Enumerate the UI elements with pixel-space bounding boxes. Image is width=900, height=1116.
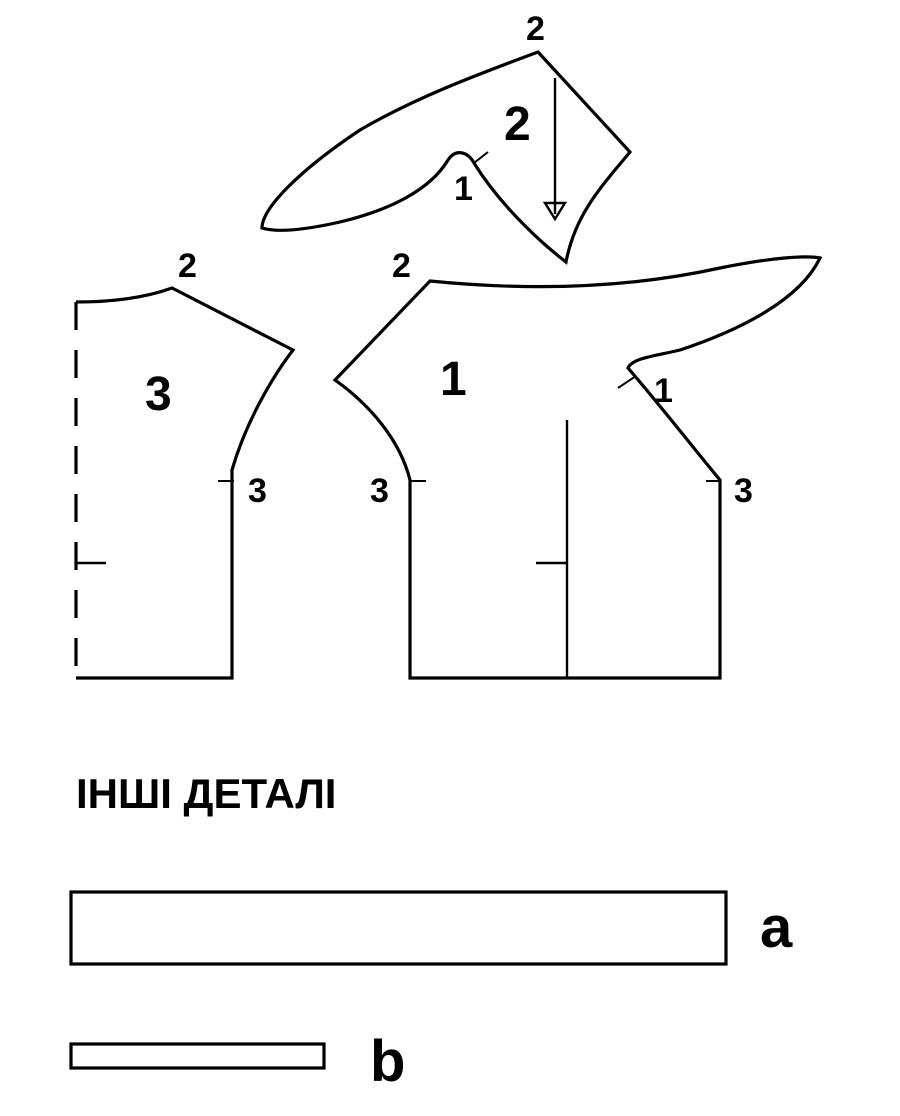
other-details-heading: ІНШІ ДЕТАЛІ <box>76 770 336 817</box>
pattern-piece-1: 1 2 1 3 3 <box>332 247 823 680</box>
piece-3-outline <box>75 286 296 680</box>
piece-1-number: 1 <box>440 353 467 406</box>
strip-b-rect <box>69 1042 326 1070</box>
strip-b: b <box>69 1029 405 1094</box>
piece-1-mark-1: 1 <box>654 372 673 410</box>
piece-3-number: 3 <box>145 368 172 421</box>
piece-1-mark-3-right: 3 <box>734 472 753 510</box>
piece-1-notch-1 <box>617 375 637 389</box>
piece-2-notch-1 <box>473 151 489 164</box>
piece-2-mark-2: 2 <box>526 10 545 48</box>
pattern-piece-2: 2 1 2 <box>260 10 633 265</box>
piece-1-mark-3-left: 3 <box>370 472 389 510</box>
strip-a-rect <box>69 890 728 966</box>
strip-a: a <box>69 890 793 966</box>
piece-3-mark-3: 3 <box>248 472 267 510</box>
piece-2-grain-arrowhead <box>542 201 568 222</box>
strip-a-label: a <box>760 895 793 960</box>
strip-b-label: b <box>370 1029 405 1094</box>
piece-2-number: 2 <box>504 98 531 151</box>
pattern-piece-3: 3 2 3 <box>74 247 296 680</box>
piece-1-outline <box>332 255 823 680</box>
piece-2-outline <box>260 50 633 265</box>
piece-3-mark-2: 2 <box>178 247 197 285</box>
piece-1-mark-2: 2 <box>392 247 411 285</box>
piece-2-mark-1: 1 <box>454 170 473 208</box>
